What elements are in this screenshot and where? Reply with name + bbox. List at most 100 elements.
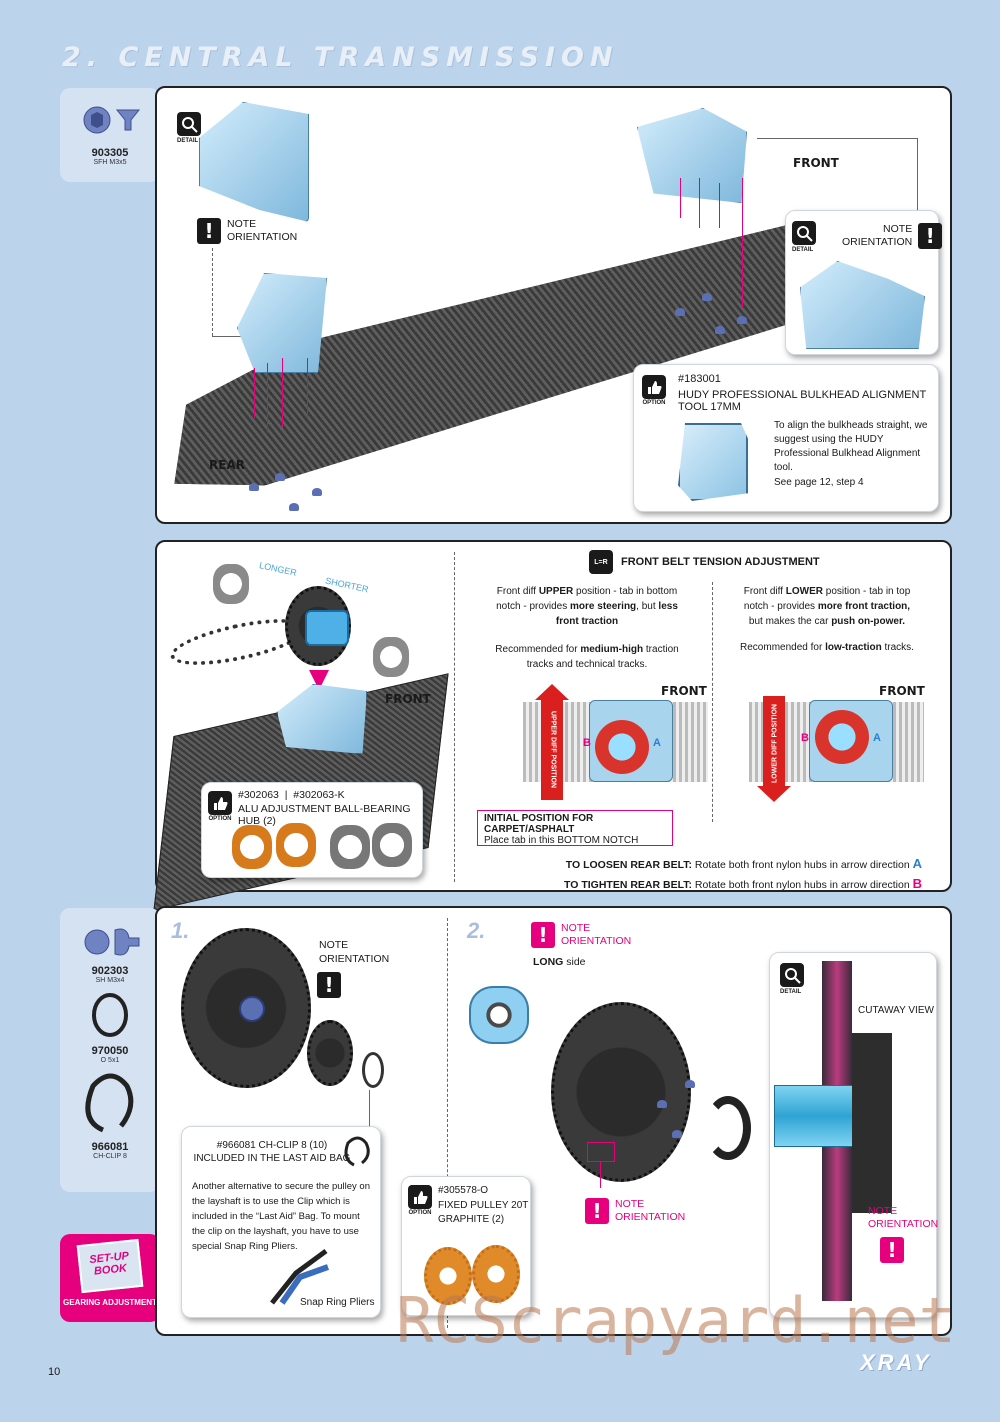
orange-hub	[276, 823, 316, 867]
tighten-instruction: TO TIGHTEN REAR BELT: Rotate both front …	[564, 876, 922, 891]
leader-line	[369, 1090, 370, 1130]
note-orientation-cutaway: NOTE ORIENTATION	[868, 1205, 939, 1230]
part-desc: SFH M3x5	[93, 159, 127, 166]
note-orientation-left: ! NOTE ORIENTATION	[197, 218, 297, 244]
pliers-label: Snap Ring Pliers	[300, 1297, 375, 1308]
screw	[737, 316, 747, 324]
exclamation-icon: !	[317, 972, 341, 998]
detail-label: DETAIL	[177, 138, 199, 144]
assembly-arrow	[267, 363, 268, 433]
detail-icon: DETAIL	[780, 963, 804, 995]
assembly-arrow	[699, 178, 700, 228]
divider	[712, 582, 713, 822]
screw	[657, 1100, 667, 1108]
nylon-hub	[213, 564, 249, 604]
option-see-page: See page 12, step 4	[774, 477, 864, 488]
option-name: ALU ADJUSTMENT BALL-BEARING HUB (2)	[238, 803, 411, 827]
part-desc: O 5x1	[100, 1057, 120, 1064]
left-right-icon: L=R	[589, 550, 613, 574]
screw	[275, 473, 285, 481]
option-callout-hudy: OPTION #183001 HUDY PROFESSIONAL BULKHEA…	[633, 364, 939, 512]
front-label: FRONT	[793, 156, 839, 170]
option-description: To align the bulkheads straight, we sugg…	[774, 420, 928, 473]
leader-line	[212, 248, 213, 336]
leader-line	[212, 336, 242, 337]
long-side-label: LONG side	[533, 956, 586, 968]
rear-label: REAR	[209, 458, 245, 472]
assembly-arrow	[307, 358, 308, 418]
upper-diff-diagram: B A FRONT UPPER DIFF POSITION	[523, 682, 708, 807]
grey-hub	[330, 825, 370, 869]
step-1-label: 1.	[171, 918, 190, 943]
note-marker	[587, 1142, 615, 1162]
leader-line	[600, 1162, 601, 1188]
spur-gear	[551, 1002, 691, 1182]
lower-recommendation: Recommended for low-traction tracks.	[740, 642, 914, 653]
front-label: FRONT	[385, 692, 431, 706]
down-arrow-icon	[763, 696, 785, 788]
brand-logo: XRAY	[860, 1350, 932, 1375]
front-bulkheads	[637, 108, 747, 203]
watermark: RCScrapyard.net	[396, 1284, 956, 1357]
divider	[454, 552, 455, 882]
front-bulkheads	[277, 684, 367, 754]
lower-description: Front diff LOWER position - tab in top n…	[743, 586, 911, 627]
option-callout-pulley: OPTION #305578-O FIXED PULLEY 20T GRAPHI…	[401, 1176, 531, 1316]
gear-hub	[239, 996, 265, 1022]
screw	[249, 483, 259, 491]
assembly-arrow	[742, 178, 743, 308]
nylon-hub	[373, 637, 409, 677]
note-orientation-right: NOTE ORIENTATION !	[842, 223, 943, 249]
clip-icon	[85, 1073, 134, 1133]
diff-hub	[305, 610, 349, 646]
part-code: 966081	[91, 1141, 129, 1153]
section-title: 2. CENTRAL TRANSMISSION	[62, 42, 619, 73]
note-orientation-2-top: ! NOTE ORIENTATION	[531, 922, 631, 948]
note-orientation-1: NOTE ORIENTATION	[319, 939, 390, 965]
pulley	[307, 1020, 353, 1086]
part-code: 903305	[91, 147, 129, 159]
pulley-hub-blue	[469, 986, 529, 1044]
option-icon: OPTION	[208, 791, 232, 822]
belt-heading: L=R FRONT BELT TENSION ADJUSTMENT	[589, 550, 820, 574]
option-name: HUDY PROFESSIONAL BULKHEAD ALIGNMENT TOO…	[678, 389, 926, 413]
detail-icon: DETAIL	[792, 221, 816, 253]
longer-label: LONGER	[258, 560, 298, 578]
screw	[672, 1130, 682, 1138]
screw-icon	[84, 928, 140, 956]
grey-hub	[372, 823, 412, 867]
option-code: #183001	[678, 373, 721, 385]
detail-icon: DETAIL	[177, 112, 201, 144]
parts-tab-top: 903305 SFH M3x5	[60, 88, 160, 182]
assembly-arrow	[282, 358, 283, 428]
exclamation-icon: !	[585, 1198, 609, 1224]
assembly-arrow	[254, 368, 255, 418]
chassis-assembly-panel: DETAIL ! NOTE ORIENTATION REAR FRONT DET…	[155, 86, 952, 524]
part-desc: SH M3x4	[95, 977, 125, 984]
parts-tab-bottom: 902303 SH M3x4 970050 O 5x1 966081 CH-CL…	[60, 908, 160, 1192]
o-ring-icon	[92, 993, 128, 1037]
clip-icon	[344, 1136, 370, 1167]
detail-callout-right: DETAIL NOTE ORIENTATION !	[785, 210, 943, 355]
step-2-label: 2.	[467, 918, 486, 943]
setup-book-tab[interactable]: SET-UP BOOK GEARING ADJUSTMENT	[60, 1234, 160, 1322]
bulkhead-detail-left	[199, 102, 309, 222]
orange-pulley	[472, 1245, 520, 1303]
page-number: 10	[48, 1366, 61, 1378]
leader-line	[757, 138, 917, 139]
setup-book-caption: GEARING ADJUSTMENT	[63, 1298, 157, 1307]
screw	[685, 1080, 695, 1088]
initial-position-box: INITIAL POSITION FOR CARPET/ASPHALT Plac…	[477, 810, 673, 846]
clip-ring	[362, 1052, 384, 1088]
part-desc: CH-CLIP 8	[93, 1153, 127, 1160]
screw	[715, 326, 725, 334]
cutaway-label: CUTAWAY VIEW	[858, 1005, 934, 1016]
clip-title: #966081 CH-CLIP 8 (10) INCLUDED IN THE L…	[193, 1140, 351, 1164]
leader-line	[917, 138, 918, 218]
lower-diff-diagram: B A FRONT LOWER DIFF POSITION	[749, 682, 925, 807]
note-orientation-2-bottom: ! NOTE ORIENTATION	[585, 1198, 685, 1224]
up-arrow-icon	[541, 696, 563, 800]
cutaway-callout: DETAIL CUTAWAY VIEW NOTE ORIENTATION !	[769, 952, 939, 1318]
option-code: #302063 | #302063-K	[238, 789, 345, 801]
option-name: FIXED PULLEY 20T GRAPHITE (2)	[438, 1200, 529, 1225]
